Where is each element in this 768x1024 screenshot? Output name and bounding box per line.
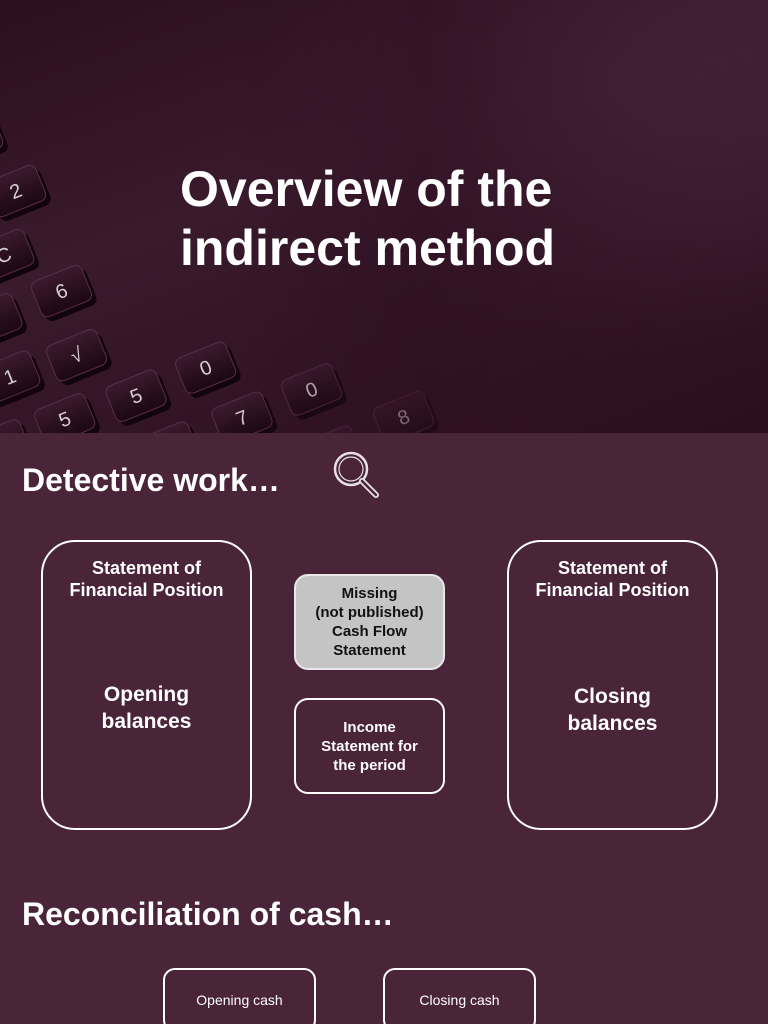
calculator-key: 1 <box>0 350 45 407</box>
calculator-key: 0 <box>175 341 241 398</box>
calculator-key: + <box>137 421 203 433</box>
closing-cash-box: Closing cash <box>383 968 536 1024</box>
calculator-key: 6 <box>30 264 97 322</box>
calculator-key: 3 <box>0 419 35 433</box>
income-statement-box: Income Statement for the period <box>294 698 445 794</box>
calculator-key: 7 <box>211 391 278 433</box>
closing-box-body: Closing balances <box>567 685 658 735</box>
calculator-key: 0 <box>281 363 347 420</box>
slide-title: Overview of the indirect method <box>180 161 556 276</box>
calculator-key: 2 <box>0 164 51 222</box>
opening-box-header: Statement of Financial Position <box>69 558 224 600</box>
closing-box-header: Statement of Financial Position <box>535 558 690 600</box>
magnifier-icon <box>333 451 379 498</box>
opening-box-body: Opening balances <box>101 683 192 733</box>
detective-heading: Detective work… <box>22 462 280 498</box>
opening-cash-box: Opening cash <box>163 968 316 1024</box>
calculator-key: 5 <box>34 393 100 433</box>
calculator-key: C <box>0 228 39 286</box>
calculator-key: 5 <box>105 369 172 426</box>
reconciliation-heading: Reconciliation of cash… <box>22 896 394 932</box>
calculator-key: √ <box>45 328 112 386</box>
opening-position-box: Statement of Financial Position Opening … <box>41 540 252 830</box>
calculator-key: 8 <box>373 390 439 433</box>
calculator-key: 9 <box>0 293 27 350</box>
calculator-key: + <box>0 112 8 169</box>
closing-position-box: Statement of Financial Position Closing … <box>507 540 718 830</box>
missing-cash-flow-box: Missing (not published) Cash Flow Statem… <box>294 574 445 670</box>
calculator-key: + <box>300 425 367 433</box>
